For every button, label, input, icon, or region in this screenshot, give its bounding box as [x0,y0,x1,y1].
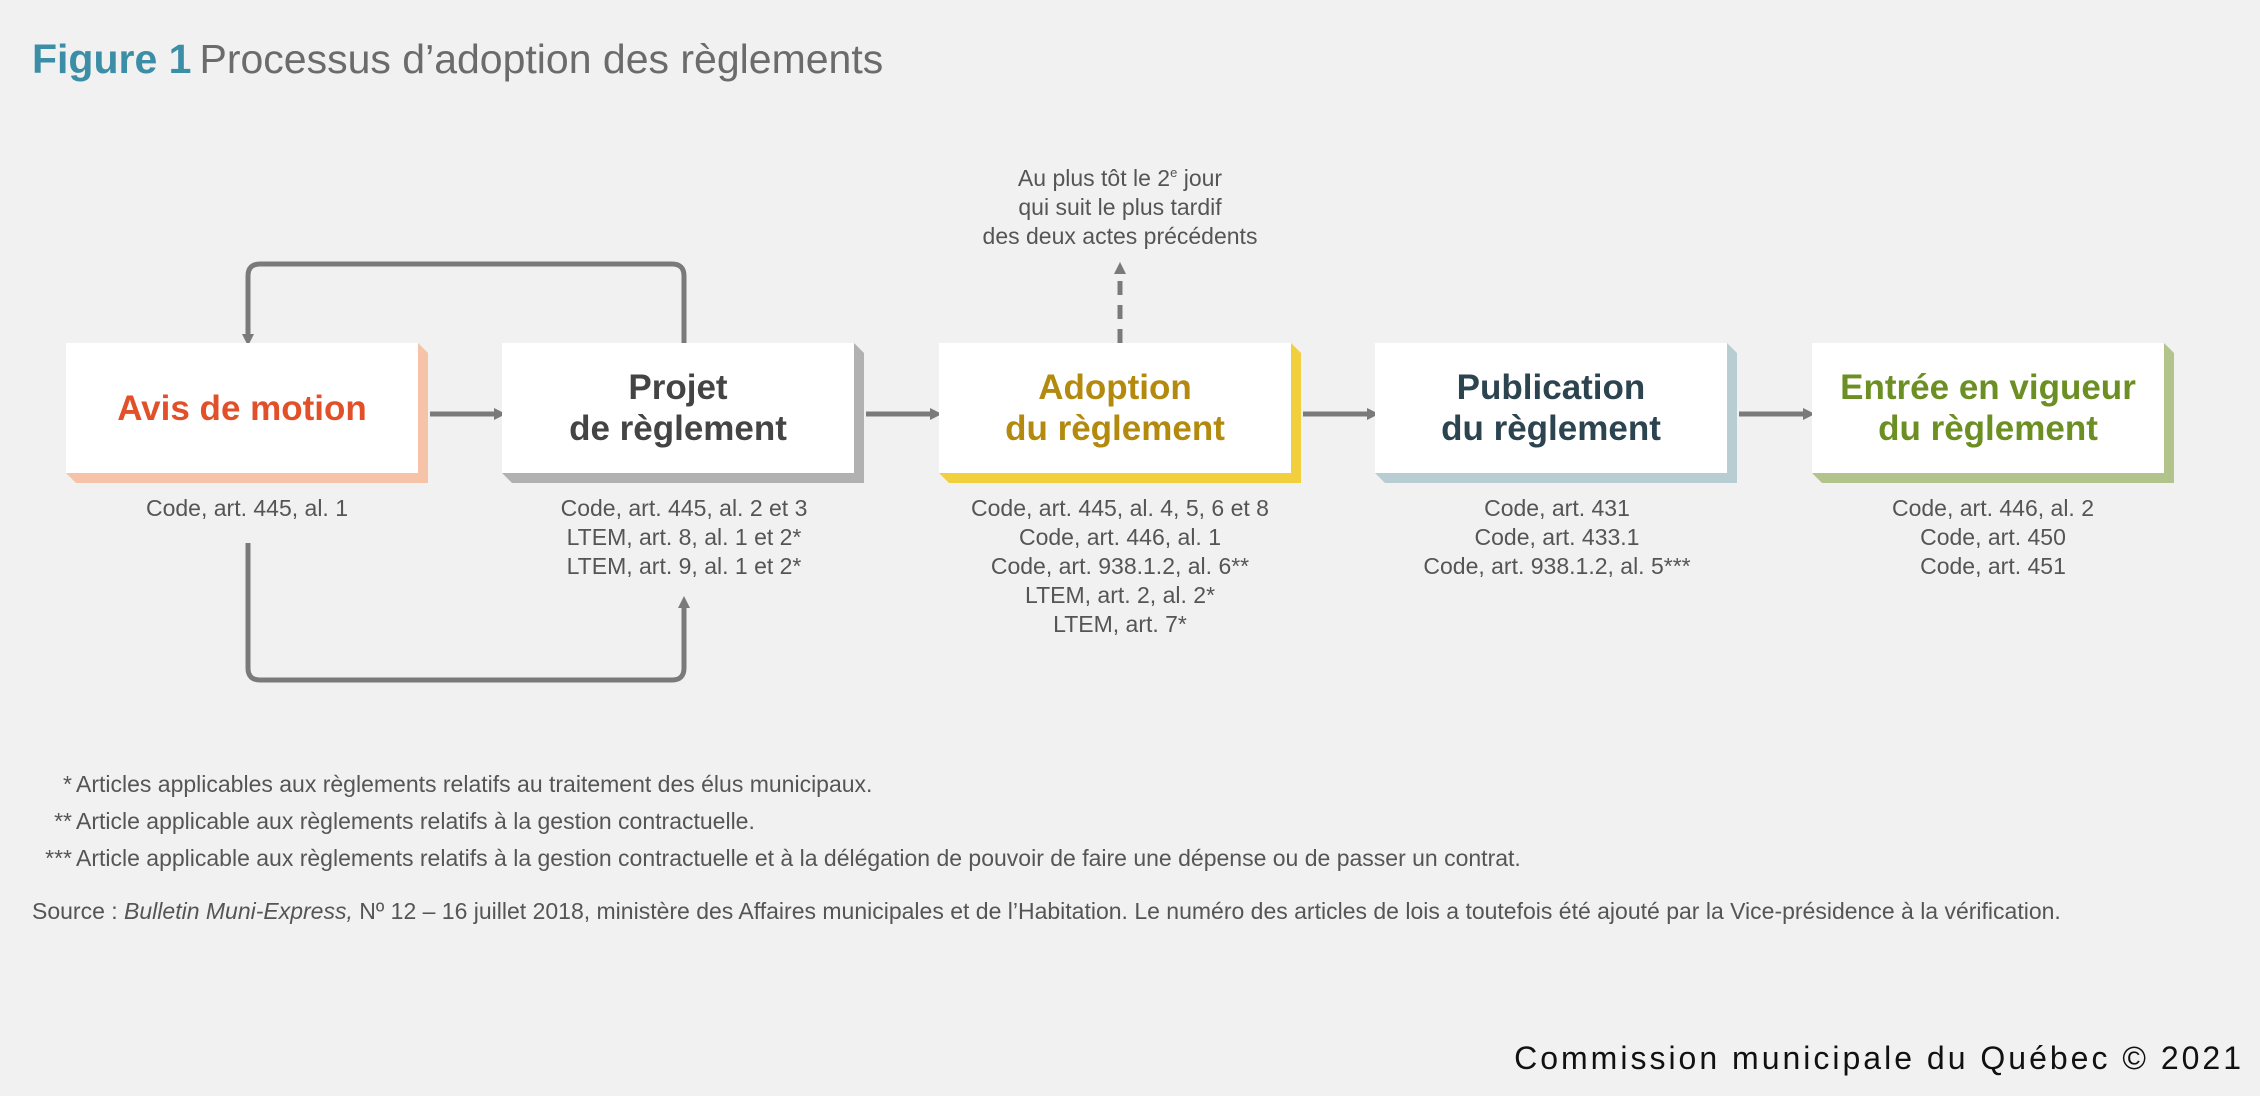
step-references: Code, art. 446, al. 2 Code, art. 450 Cod… [1793,494,2193,581]
reference-line: LTEM, art. 2, al. 2* [1024,582,1216,608]
source-note: Source : Bulletin Muni-Express, Nº 12 – … [32,898,2061,924]
step-label: Adoption du règlement [1005,368,1225,448]
step-label: Publication du règlement [1441,368,1661,448]
footnotes: *Articles applicables aux règlements rel… [32,766,1521,877]
reference-line: Code, art. 445, al. 2 et 3 [560,495,808,521]
figure-number: Figure 1 [32,36,192,82]
reference-line: Code, art. 938.1.2, al. 6** [990,553,1250,579]
reference-line: Code, art. 431 [1484,495,1630,521]
step-label: Avis de motion [117,388,367,428]
footnote: *Articles applicables aux règlements rel… [63,771,873,797]
copyright: Commission municipale du Québec © 2021 [1514,1040,2244,1076]
step-label: Entrée en vigueur du règlement [1840,368,2136,448]
reference-line: Code, art. 433.1 [1474,524,1640,550]
reference-line: Code, art. 446, al. 1 [1018,524,1221,550]
footnote: **Article applicable aux règlements rela… [54,808,755,834]
reference-line: LTEM, art. 9, al. 1 et 2* [566,553,802,579]
step-projet-de-reglement: Projet de règlement [502,343,854,473]
step-references: Code, art. 445, al. 1 [47,494,447,523]
step-entree-en-vigueur: Entrée en vigueur du règlement [1812,343,2164,473]
loop-arrow-bottom [245,543,690,683]
figure-title-text: Processus d’adoption des règlements [199,36,884,82]
footnote: ***Article applicable aux règlements rel… [45,845,1521,871]
step-references: Code, art. 431 Code, art. 433.1 Code, ar… [1357,494,1757,581]
step-references: Code, art. 445, al. 2 et 3 LTEM, art. 8,… [484,494,884,581]
step-adoption-du-reglement: Adoption du règlement [939,343,1291,473]
reference-line: Code, art. 446, al. 2 [1891,495,2094,521]
reference-line: Code, art. 451 [1920,553,2066,579]
reference-line: Code, art. 445, al. 4, 5, 6 et 8 [971,495,1269,521]
reference-line: Code, art. 938.1.2, al. 5*** [1423,553,1691,579]
reference-line: Code, art. 445, al. 1 [145,495,348,521]
adoption-delay-note: Au plus tôt le 2e jour qui suit le plus … [982,165,1258,249]
step-references: Code, art. 445, al. 4, 5, 6 et 8 Code, a… [920,494,1320,639]
loop-arrow-top [242,261,687,346]
reference-line: LTEM, art. 8, al. 1 et 2* [566,524,802,550]
step-avis-de-motion: Avis de motion [66,343,418,473]
reference-line: LTEM, art. 7* [1053,611,1187,637]
reference-line: Code, art. 450 [1920,524,2066,550]
step-label: Projet de règlement [569,368,787,448]
step-publication-du-reglement: Publication du règlement [1375,343,1727,473]
